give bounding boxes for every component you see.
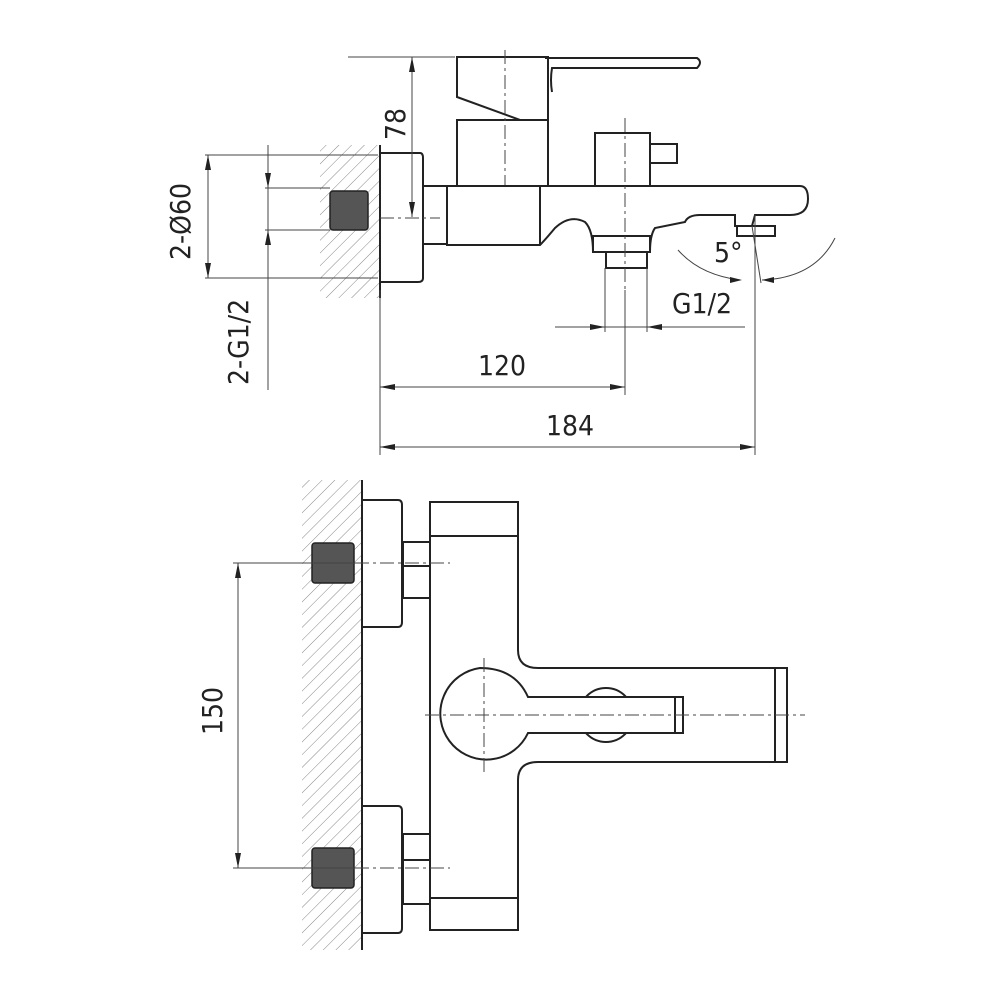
nut-upper <box>402 541 431 599</box>
handle <box>456 56 549 121</box>
thread-nipple <box>329 190 369 231</box>
aerator <box>736 225 776 237</box>
diverter-knob <box>649 143 678 164</box>
dim-78: 78 <box>379 108 412 140</box>
dim-5-degree: 5° <box>714 236 743 269</box>
mixer-body <box>429 501 788 931</box>
eccentric-nut <box>422 185 448 245</box>
dim-150: 150 <box>196 687 229 735</box>
plate-lower <box>362 805 403 934</box>
front-view: 150 <box>196 480 805 950</box>
diverter-body <box>594 132 651 187</box>
handle <box>439 666 684 761</box>
dim-g1-2: G1/2 <box>672 287 732 320</box>
dim-2-g1-2: 2-G1/2 <box>222 299 255 385</box>
dim-184: 184 <box>546 409 594 442</box>
dim-120: 120 <box>478 349 526 382</box>
outlet-thread <box>605 251 648 269</box>
nut-lower <box>402 833 431 905</box>
lever <box>545 57 701 93</box>
side-view: 78 2-Ø60 2-G1/2 120 184 G1/2 5° <box>164 50 836 455</box>
dim-2-dia60: 2-Ø60 <box>164 183 197 260</box>
mixer-body <box>446 185 810 253</box>
outlet-nut <box>592 235 651 253</box>
cartridge-cover <box>456 119 549 187</box>
